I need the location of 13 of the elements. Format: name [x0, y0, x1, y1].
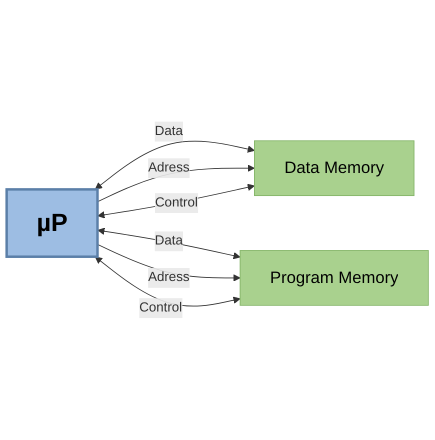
node-box: Program Memory: [240, 250, 429, 306]
node-box: µP: [5, 188, 99, 258]
edge-label: Data: [154, 124, 183, 138]
node-box: Data Memory: [254, 140, 414, 196]
arrow: [94, 256, 240, 307]
arrow: [98, 184, 255, 219]
edge-label: Adress: [148, 160, 190, 175]
arrow: [98, 228, 240, 260]
edge-label: Data: [154, 234, 183, 248]
edge-label: Control: [154, 196, 198, 210]
edge-label: Adress: [148, 270, 190, 285]
arrow: [94, 140, 255, 190]
edge-label: Control: [139, 300, 182, 315]
